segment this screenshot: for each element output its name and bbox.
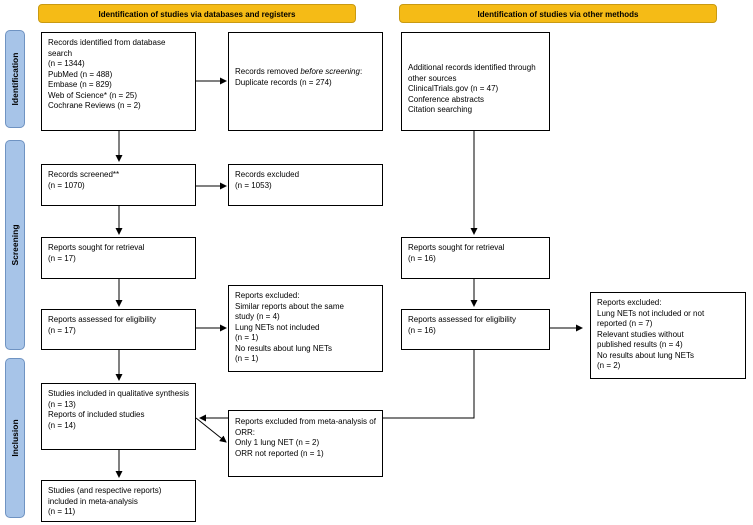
box-records-identified: Records identified from database search … <box>41 32 196 131</box>
box-reports-assessed-db: Reports assessed for eligibility (n = 17… <box>41 309 196 350</box>
box-records-excluded: Records excluded (n = 1053) <box>228 164 383 206</box>
box-reports-assessed-other: Reports assessed for eligibility (n = 16… <box>401 309 550 350</box>
phase-identification: Identification <box>5 30 25 128</box>
box-other-records-identified: Additional records identified through ot… <box>401 32 550 131</box>
box-reports-excluded-other: Reports excluded: Lung NETs not included… <box>590 292 746 379</box>
removed-italic: before screening <box>300 67 360 76</box>
box-reports-sought-other: Reports sought for retrieval (n = 16) <box>401 237 550 279</box>
box-reports-excluded-db: Reports excluded: Similar reports about … <box>228 285 383 372</box>
box-records-removed: Records removed before screening: Duplic… <box>228 32 383 131</box>
box-meta-excluded: Reports excluded from meta-analysis of O… <box>228 410 383 477</box>
box-studies-included: Studies included in qualitative synthesi… <box>41 383 196 450</box>
removed-label: Records removed <box>235 67 301 76</box>
arrow-included-to-meta-excluded <box>195 417 227 443</box>
phase-screening: Screening <box>5 140 25 350</box>
removed-tail: : Duplicate records (n = 274) <box>235 67 363 87</box>
phase-inclusion: Inclusion <box>5 358 25 518</box>
header-databases: Identification of studies via databases … <box>38 4 356 23</box>
box-reports-sought-db: Reports sought for retrieval (n = 17) <box>41 237 196 279</box>
box-meta-included: Studies (and respective reports) include… <box>41 480 196 522</box>
header-other-methods: Identification of studies via other meth… <box>399 4 717 23</box>
box-records-screened: Records screened** (n = 1070) <box>41 164 196 206</box>
